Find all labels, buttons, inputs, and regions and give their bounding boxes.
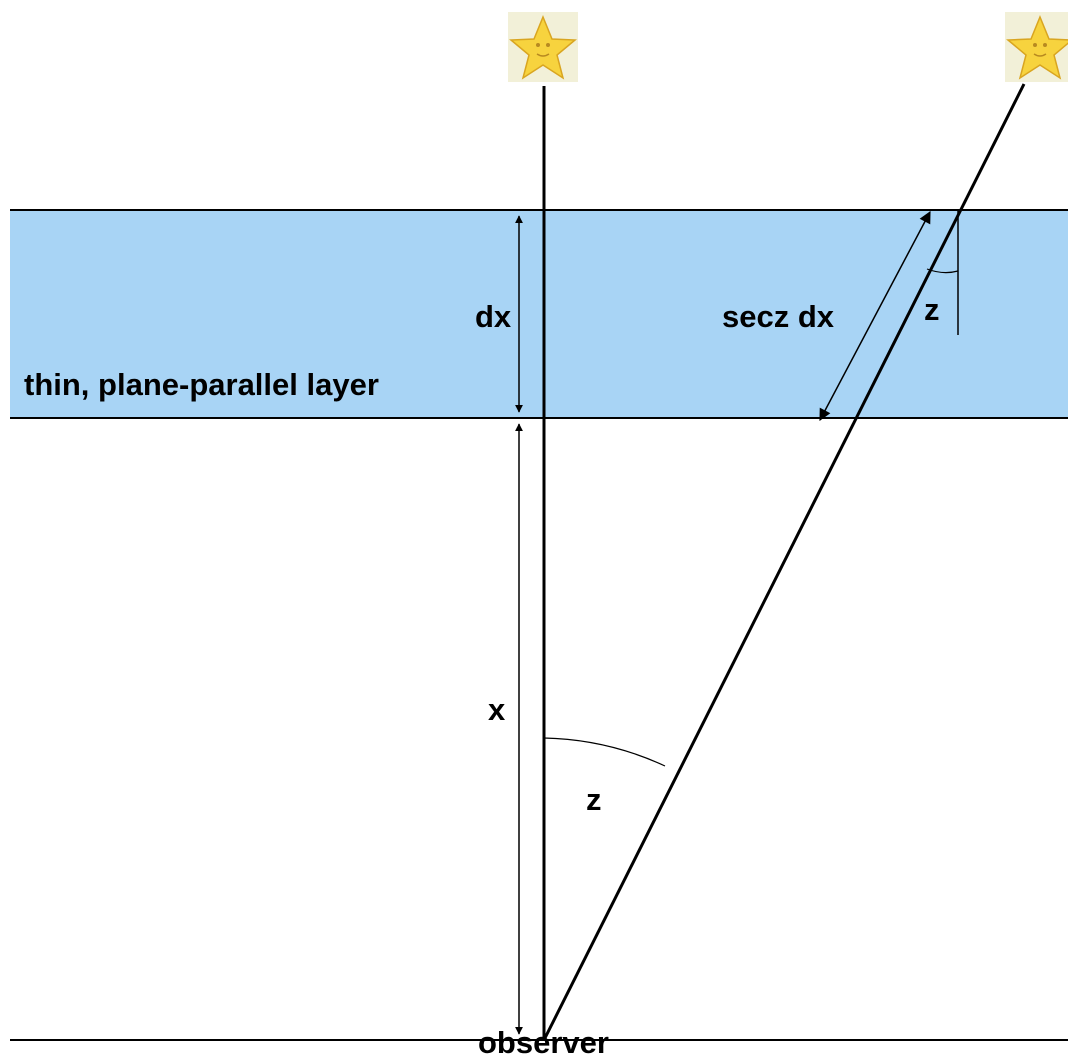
upper-angle-arc	[926, 268, 959, 274]
observer-label: observer	[478, 1025, 609, 1060]
line-of-sight	[542, 83, 1026, 1041]
lower-z-label: z	[586, 782, 602, 817]
star-left-icon	[508, 12, 578, 82]
layer-label: thin, plane-parallel layer	[24, 367, 379, 402]
lower-angle-arc	[543, 737, 666, 767]
upper-z-label: z	[924, 292, 940, 327]
secz-dx-arrow	[819, 210, 931, 422]
secz-dx-label: secz dx	[722, 299, 835, 334]
dx-label: dx	[475, 299, 512, 334]
star-right-icon	[1005, 12, 1068, 82]
x-label: x	[488, 692, 506, 727]
